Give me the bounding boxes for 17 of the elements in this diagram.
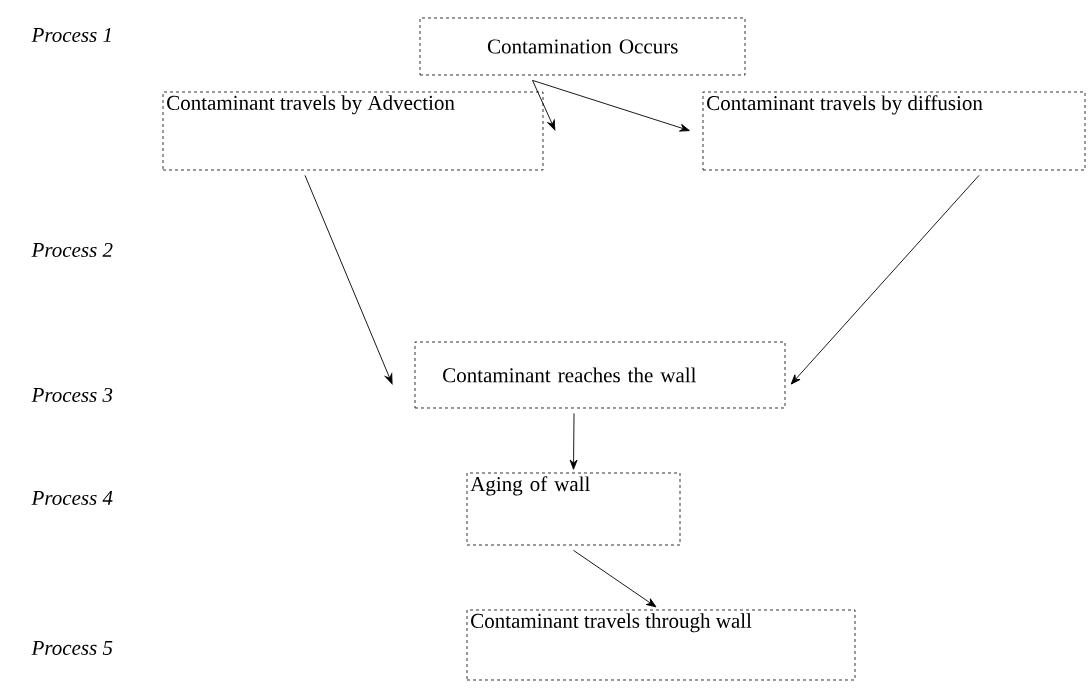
process-box: Contaminant travels by Advection xyxy=(162,91,544,171)
process-label: Process 2 xyxy=(31,242,113,258)
process-label: Process 4 xyxy=(31,491,113,505)
process-label: Process 3 xyxy=(31,387,113,403)
process-box: Contaminant travels by diffusion xyxy=(702,91,1086,171)
process-box: Contaminant travels through wall xyxy=(466,609,856,681)
process-box: Contamination Occurs xyxy=(419,17,746,76)
arrow xyxy=(573,549,657,608)
arrow xyxy=(532,79,690,132)
process-label: Process 1 xyxy=(31,27,111,42)
process-box: Contaminant reaches the wall xyxy=(414,341,786,409)
arrow xyxy=(569,412,578,470)
process-box: Aging of wall xyxy=(466,472,681,546)
process-label: Process 5 xyxy=(31,641,113,655)
arrow xyxy=(304,174,393,385)
arrow xyxy=(532,79,556,131)
arrow xyxy=(790,174,980,385)
